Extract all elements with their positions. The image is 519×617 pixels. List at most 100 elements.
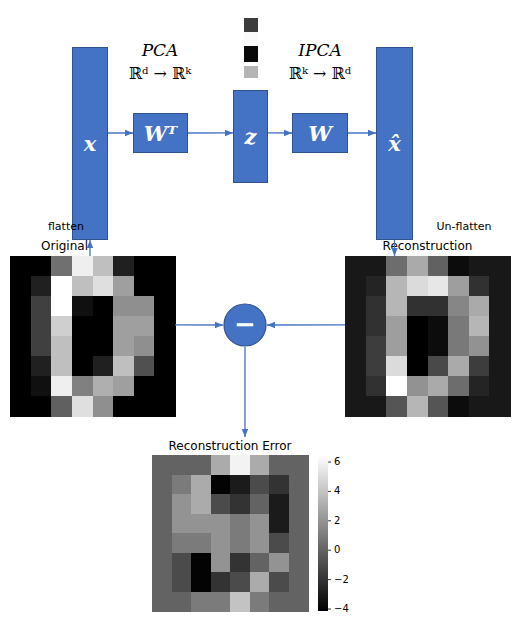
arrow-connector — [175, 324, 223, 325]
pixel — [93, 336, 114, 357]
pixel — [469, 276, 490, 297]
pixel — [386, 276, 407, 297]
pixel — [72, 396, 93, 417]
pixel — [345, 356, 366, 377]
panel-title: Original — [0, 238, 147, 254]
pixel — [230, 475, 250, 495]
method-label: IPCA — [298, 40, 341, 60]
pixel — [154, 336, 175, 357]
pixel — [51, 376, 72, 397]
pixel — [10, 396, 31, 417]
pixel — [72, 256, 93, 277]
edge-label: flatten — [48, 220, 84, 234]
pixel — [154, 276, 175, 297]
code-cell — [244, 66, 258, 78]
pixel — [10, 296, 31, 317]
pixel — [113, 396, 134, 417]
pixel — [51, 336, 72, 357]
circle-shape — [224, 304, 266, 346]
pixel — [407, 256, 428, 277]
pixel — [191, 592, 211, 612]
colorbar-tick — [328, 609, 331, 610]
error-image — [152, 455, 309, 612]
pixel — [230, 553, 250, 573]
pixel — [72, 336, 93, 357]
pixel — [10, 356, 31, 377]
arrow-connector — [244, 347, 245, 437]
colorbar-tick-label: 0 — [334, 543, 340, 557]
output-vector-box: x̂ — [376, 47, 413, 240]
pixel — [134, 316, 155, 337]
code-cell — [244, 46, 258, 62]
pixel — [386, 356, 407, 377]
pixel — [269, 494, 289, 514]
pixel — [250, 553, 270, 573]
pixel — [448, 276, 469, 297]
pixel — [191, 475, 211, 495]
pixel — [469, 256, 490, 277]
pixel — [154, 316, 175, 337]
pixel — [448, 316, 469, 337]
pixel — [72, 316, 93, 337]
pixel — [31, 296, 52, 317]
pixel — [386, 256, 407, 277]
pixel — [428, 356, 449, 377]
pixel — [269, 533, 289, 553]
pixel — [154, 356, 175, 377]
colorbar-tick-label: 6 — [334, 455, 340, 469]
colorbar-tick-label: −2 — [334, 573, 349, 587]
reconstruction-matrix-box: W — [292, 113, 348, 153]
pixel — [113, 276, 134, 297]
mapping-label: ℝᵏ → ℝᵈ — [289, 64, 351, 84]
pixel — [345, 316, 366, 337]
node-label: Wᵀ — [144, 121, 177, 146]
pixel — [113, 376, 134, 397]
pixel — [366, 256, 387, 277]
pixel — [250, 514, 270, 534]
pixel — [489, 336, 510, 357]
pixel — [269, 572, 289, 592]
pixel — [191, 533, 211, 553]
pixel — [152, 514, 172, 534]
pixel — [230, 592, 250, 612]
pixel — [489, 396, 510, 417]
pixel — [211, 533, 231, 553]
pixel — [345, 396, 366, 417]
pixel — [113, 336, 134, 357]
pixel — [428, 396, 449, 417]
pixel — [152, 475, 172, 495]
node-label: W — [308, 121, 332, 146]
pixel — [230, 494, 250, 514]
pixel — [289, 592, 309, 612]
pixel — [93, 396, 114, 417]
pixel — [211, 455, 231, 475]
colorbar-tick — [328, 462, 331, 463]
pixel — [428, 256, 449, 277]
pixel — [93, 256, 114, 277]
pixel — [191, 494, 211, 514]
pixel — [154, 256, 175, 277]
pixel — [250, 494, 270, 514]
pixel — [407, 276, 428, 297]
projection-matrix-box: Wᵀ — [133, 113, 188, 153]
pixel — [345, 376, 366, 397]
pixel — [407, 316, 428, 337]
pixel — [93, 296, 114, 317]
pixel — [72, 276, 93, 297]
reconstruction-image — [345, 256, 511, 417]
pixel — [72, 376, 93, 397]
edge-label: Un-flatten — [437, 220, 492, 234]
pixel — [191, 514, 211, 534]
pixel — [134, 256, 155, 277]
pixel — [386, 336, 407, 357]
pixel — [366, 316, 387, 337]
pixel — [10, 316, 31, 337]
pixel — [386, 316, 407, 337]
pixel — [230, 572, 250, 592]
pixel — [93, 276, 114, 297]
pixel — [269, 455, 289, 475]
colorbar-tick — [328, 491, 331, 492]
